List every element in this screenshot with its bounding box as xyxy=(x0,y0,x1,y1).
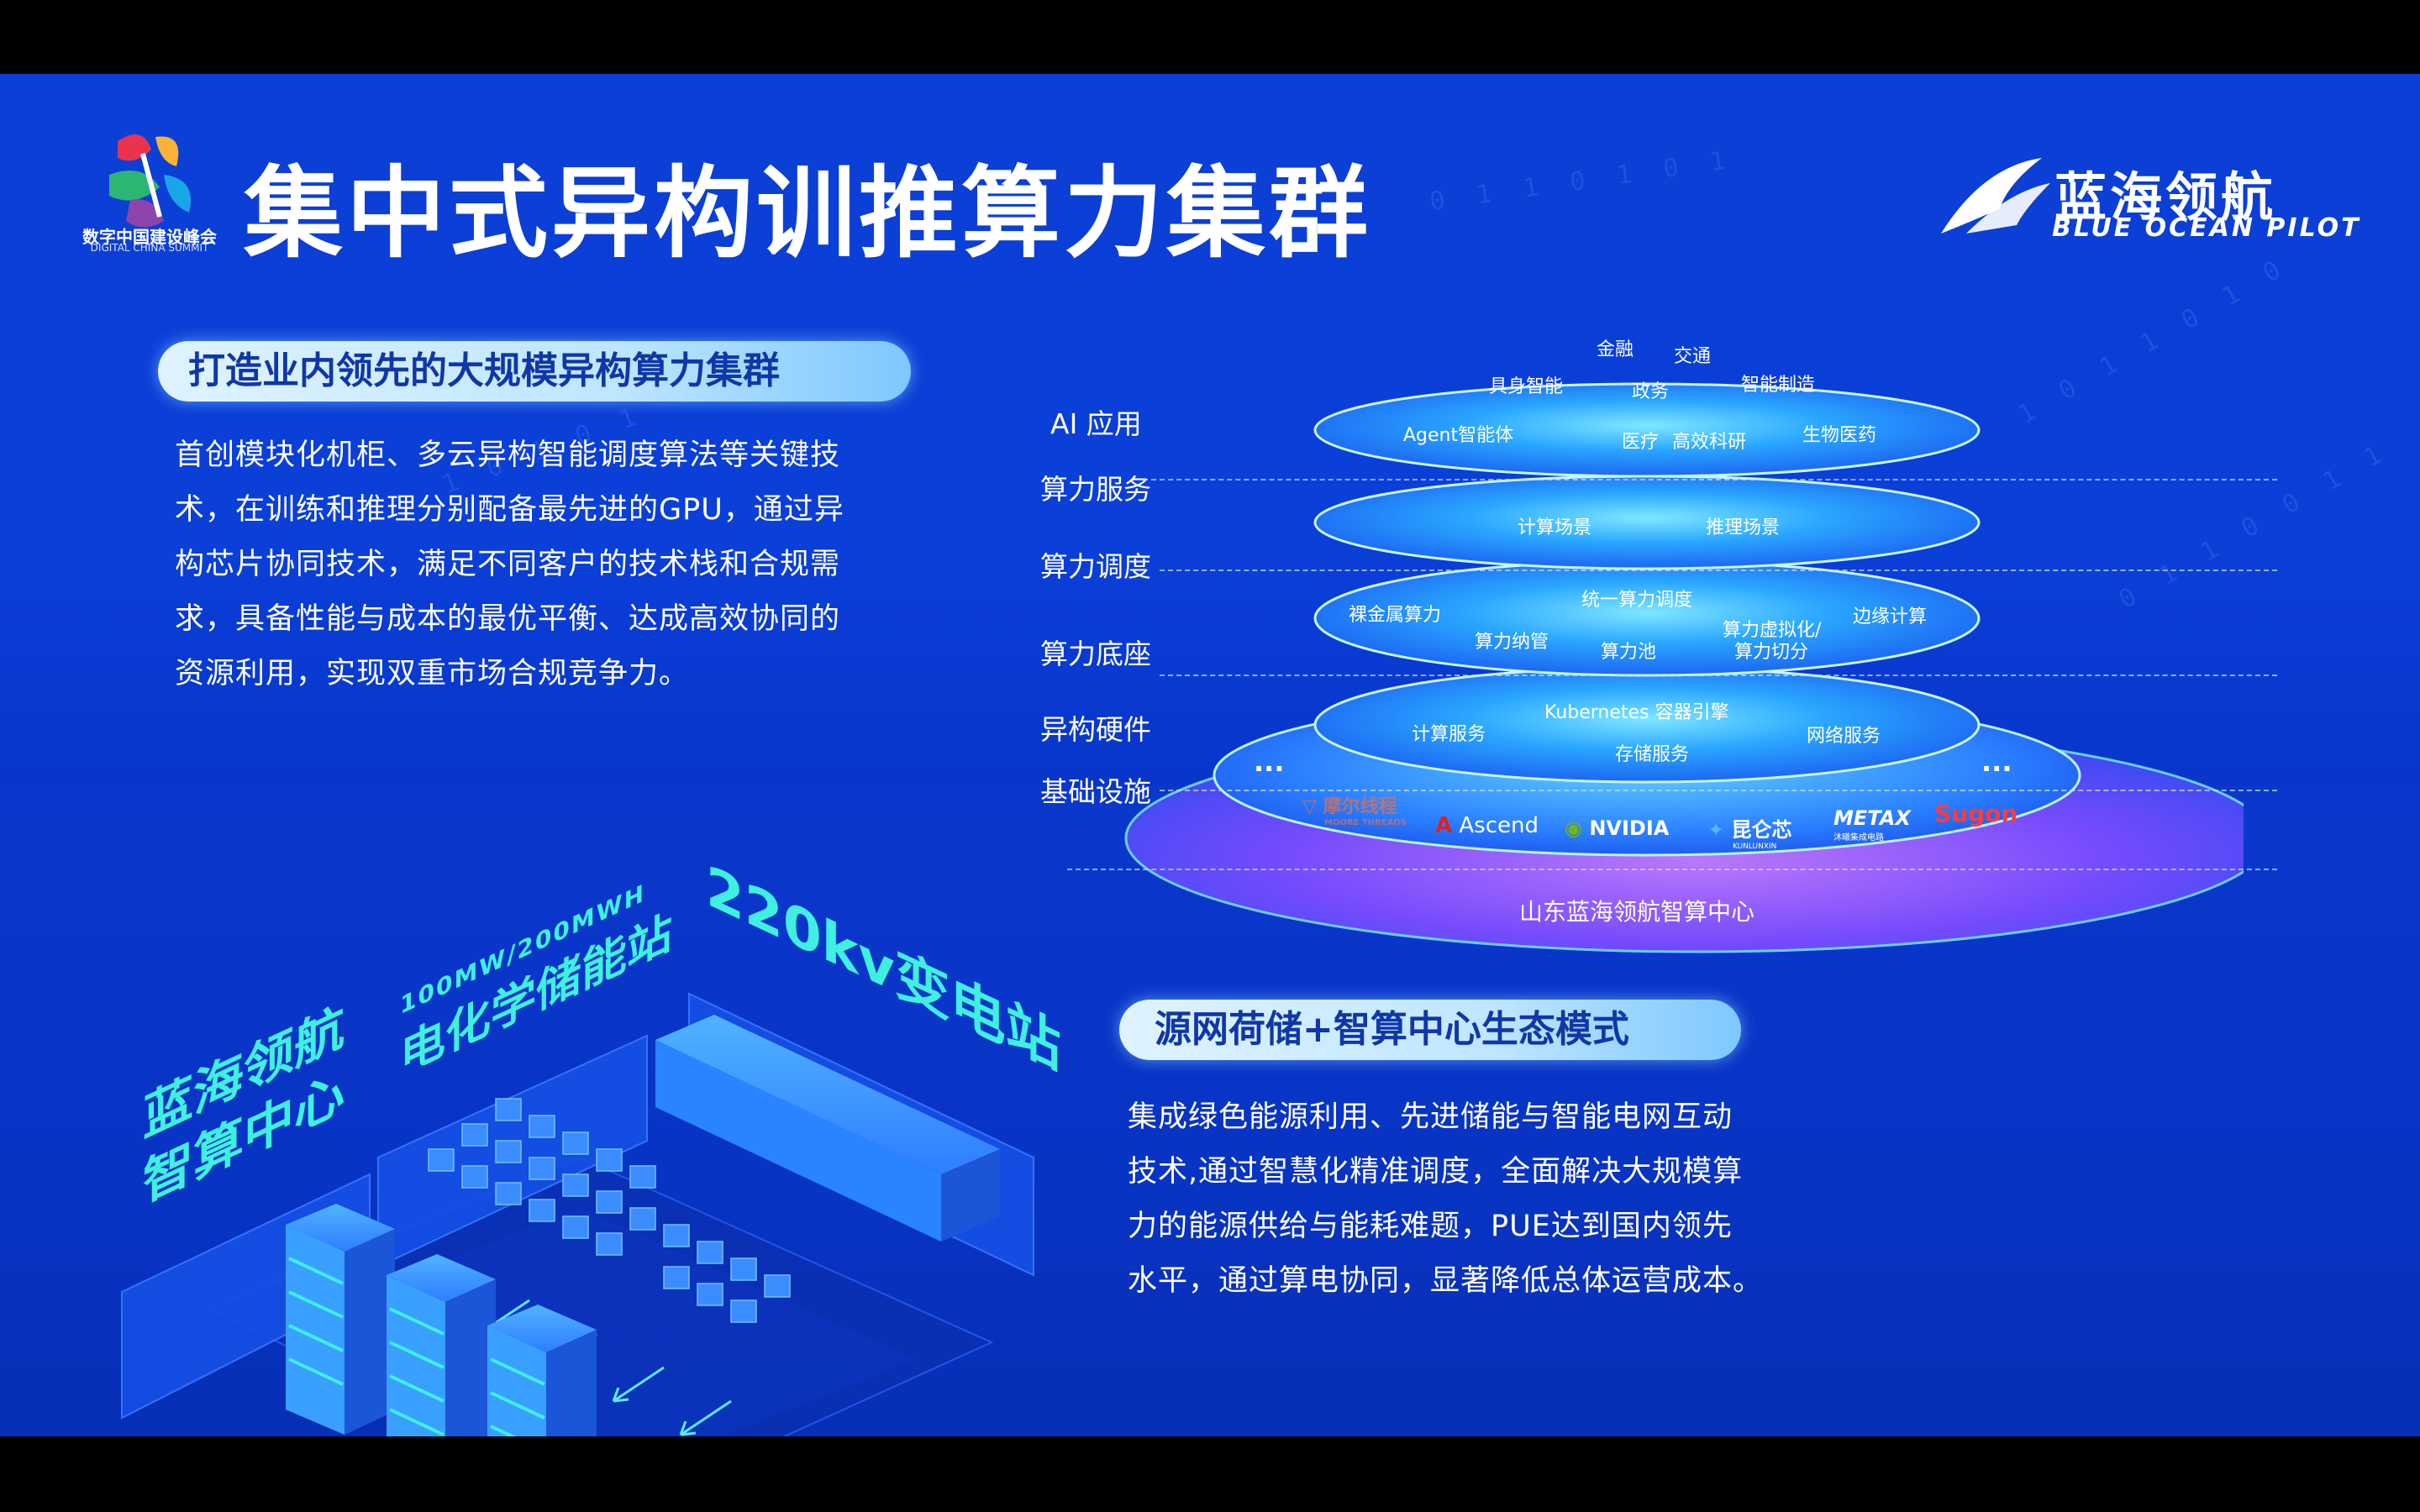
ai-app-label: 高效科研 xyxy=(1672,432,1747,453)
section2-line: 力的能源供给与能耗难题，PUE达到国内领先 xyxy=(1128,1210,1733,1243)
vendor-kunlunxin: ✦ 昆仑芯 KUNLUNXIN xyxy=(1707,818,1792,851)
vendor-metax: METAX 沐曦集成电路 xyxy=(1833,806,1911,843)
layer-label-ai-apps: AI 应用 xyxy=(1050,407,1142,440)
poster-canvas: 0 1 1 0 1 0 1 1 0 1 1 0 1 0 0 1 1 0 0 1 … xyxy=(0,74,2420,1436)
service-item: 推理场景 xyxy=(1706,517,1781,538)
ai-app-label: 医疗 xyxy=(1622,432,1660,453)
section2-line: 水平，通过算电协同，显著降低总体运营成本。 xyxy=(1128,1264,1764,1298)
layer-label-compute-service: 算力服务 xyxy=(1040,473,1151,506)
server-tower xyxy=(286,1204,395,1435)
dispatch-item: 算力纳管 xyxy=(1475,632,1549,653)
ai-app-label: 生物医药 xyxy=(1802,425,1877,446)
guide-line xyxy=(1160,570,2277,571)
layer-label-hardware: 异构硬件 xyxy=(1040,713,1151,746)
kunlunxin-icon: ✦ xyxy=(1707,818,1725,842)
ai-app-label: 政务 xyxy=(1632,381,1670,402)
section2-heading: 源网荷储+智算中心生态模式 xyxy=(1119,1000,1741,1060)
section1-line: 首创模块化机柜、多云异构智能调度算法等关键技 xyxy=(175,438,841,472)
section1-heading: 打造业内领先的大规模异构算力集群 xyxy=(158,341,911,402)
dispatch-item: 裸金属算力 xyxy=(1349,605,1442,626)
base-item: 存储服务 xyxy=(1615,744,1690,765)
section1-line: 构芯片协同技术，满足不同客户的技术栈和合规需 xyxy=(175,548,841,581)
ai-app-label: 交通 xyxy=(1674,346,1712,367)
event-logo-cn: 数字中国建设峰会 xyxy=(82,227,217,247)
guide-line xyxy=(1160,790,2277,791)
ai-app-label: 智能制造 xyxy=(1741,375,1816,396)
section1-line: 求，具备性能与成本的最优平衡、达成高效协同的 xyxy=(175,602,841,636)
battery-grid xyxy=(428,1098,791,1323)
vendor-sugon: Sugon xyxy=(1934,800,2018,827)
moore-threads-icon: ▽ xyxy=(1302,796,1317,817)
vendor-nvidia: ◉ NVIDIA xyxy=(1565,816,1670,840)
nvidia-eye-icon: ◉ xyxy=(1565,816,1582,840)
base-item: 网络服务 xyxy=(1807,726,1881,747)
layer-label-infrastructure: 基础设施 xyxy=(1040,775,1151,808)
section1-paragraph: 首创模块化机柜、多云异构智能调度算法等关键技 术，在训练和推理分别配备最先进的G… xyxy=(175,428,914,701)
service-item: 计算场景 xyxy=(1518,517,1592,538)
energy-datacenter-illustration: 蓝海领航 智算中心 100MW/200MWH 电化学储能站 220kv变电站 xyxy=(109,788,1118,1436)
ai-app-label: Agent智能体 xyxy=(1403,425,1514,446)
server-tower xyxy=(387,1254,496,1436)
dispatch-item: 统一算力调度 xyxy=(1581,590,1693,611)
vendor-moore-threads: ▽ 摩尔线程 MOORE THREADS xyxy=(1302,796,1407,827)
base-item: Kubernetes 容器引擎 xyxy=(1544,702,1729,723)
dispatch-item: 算力虚拟化/ xyxy=(1723,620,1822,641)
section1-line: 术，在训练和推理分别配备最先进的GPU，通过异 xyxy=(175,493,844,527)
guide-line xyxy=(1067,869,2277,870)
brand-name-cn: 蓝海领航 xyxy=(2054,166,2277,228)
stack-discs xyxy=(1124,382,2244,953)
section2-line: 技术,通过智慧化精准调度，全面解决大规模算 xyxy=(1128,1155,1744,1189)
ai-app-label: 具身智能 xyxy=(1489,376,1564,397)
page-title: 集中式异构训推算力集群 xyxy=(244,155,1372,271)
digital-china-logo-icon xyxy=(109,134,191,228)
base-item: 计算服务 xyxy=(1412,724,1486,745)
datacenter-label: 山东蓝海领航智算中心 xyxy=(1519,898,1755,926)
brand-name-en: BLUE OCEAN PILOT xyxy=(2052,213,2361,243)
section2-paragraph: 集成绿色能源利用、先进储能与智能电网互动 技术,通过智慧化精准调度，全面解决大规… xyxy=(1128,1090,1817,1309)
isometric-scene xyxy=(121,992,1034,1436)
guide-line xyxy=(1160,675,2277,676)
event-logo-en: DIGITAL CHINA SUMMIT xyxy=(90,242,209,254)
ellipsis-right: ... xyxy=(1981,746,2012,778)
ai-app-label: 金融 xyxy=(1597,339,1634,360)
dispatch-item: 算力池 xyxy=(1601,642,1657,663)
ascend-icon: A xyxy=(1435,813,1453,838)
layer-label-compute-dispatch: 算力调度 xyxy=(1040,550,1151,583)
server-tower xyxy=(487,1305,597,1436)
section2-line: 集成绿色能源利用、先进储能与智能电网互动 xyxy=(1128,1100,1733,1134)
layer-label-compute-base: 算力底座 xyxy=(1040,638,1151,670)
blue-ocean-pilot-logo-icon xyxy=(1941,158,2050,234)
section1-line: 资源利用，实现双重市场合规竞争力。 xyxy=(175,657,690,690)
dispatch-item: 边缘计算 xyxy=(1853,606,1928,627)
compute-stack-diagram: AI 应用 算力服务 算力调度 算力底座 异构硬件 基础设施 金融 交通 具身智… xyxy=(1034,292,2277,998)
letterbox-top xyxy=(0,0,2420,74)
dispatch-item: 算力切分 xyxy=(1734,642,1809,663)
guide-line xyxy=(1143,479,2277,480)
vendor-ascend: A Ascend xyxy=(1435,813,1539,838)
binary-decoration: 0 1 1 0 1 0 1 xyxy=(1428,144,1736,218)
letterbox-bottom xyxy=(0,1436,2420,1512)
ellipsis-left: ... xyxy=(1254,746,1285,778)
